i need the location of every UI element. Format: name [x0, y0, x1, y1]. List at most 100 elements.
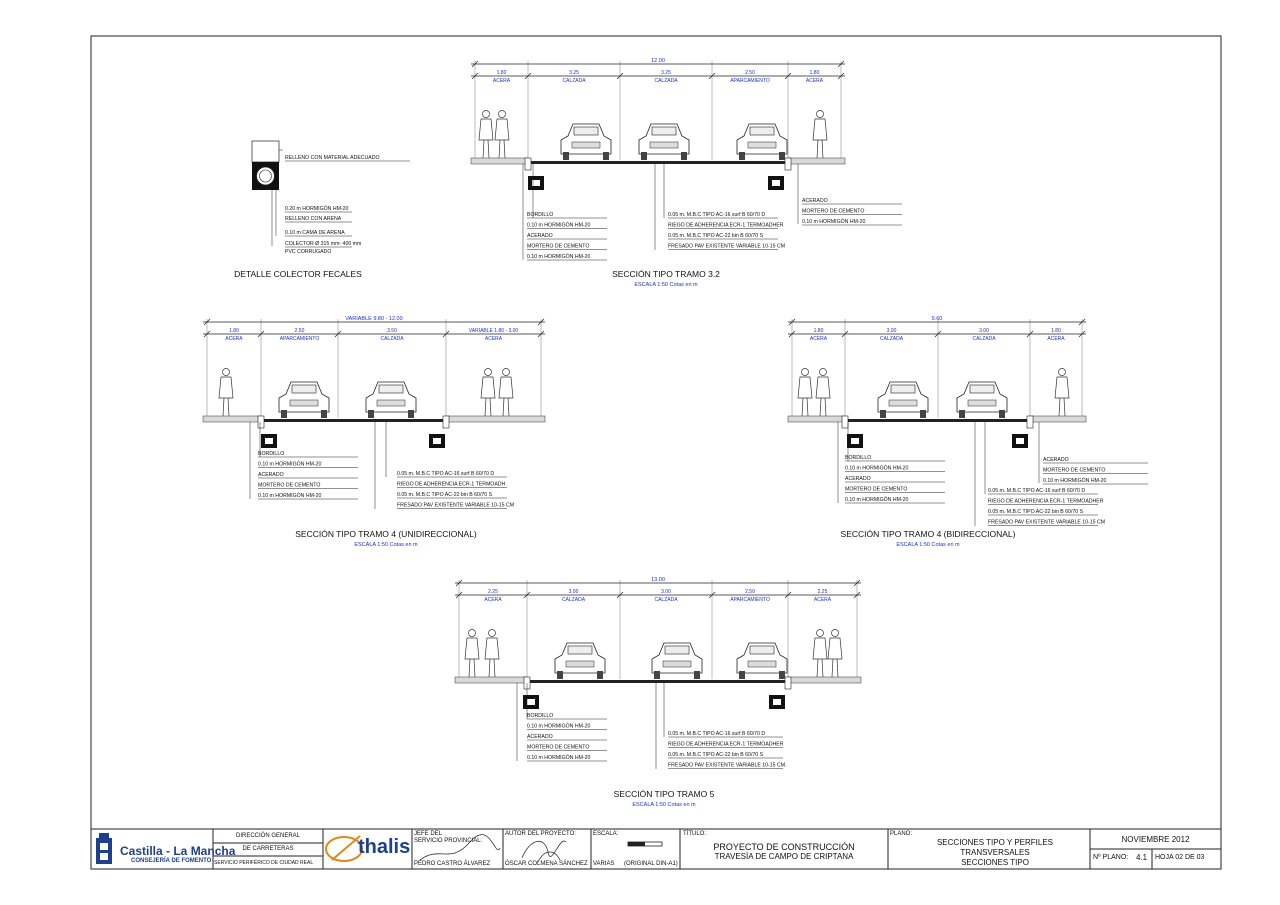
label-center-3: FRESADO PAV EXISTENTE VARIABLE 10-15 CM: [988, 520, 1105, 526]
dim-tick: [537, 318, 545, 326]
label-center-1: RIEGO DE ADHERENCIA ECR-1 TERMOADHER: [668, 223, 784, 229]
car-wheel: [408, 410, 414, 418]
dim-tick: [455, 579, 463, 587]
car-icon: [365, 381, 417, 418]
car-wheel: [779, 152, 785, 160]
label-left-1: 0.10 m HORMIGÓN HM-20: [845, 465, 909, 472]
plano-line-1: SECCIONES TIPO Y PERFILES: [936, 838, 1054, 847]
pedestrian-head: [222, 368, 230, 376]
car-windshield: [749, 645, 775, 655]
dim-tick: [1078, 330, 1086, 338]
part-name-label: CALZADA: [880, 336, 904, 342]
car-grille: [376, 399, 406, 407]
part-width-label: 3.00: [569, 589, 579, 595]
car-icon: [736, 642, 788, 679]
detail-label-2: RELLENO CON ARENA: [285, 216, 342, 222]
pedestrian-leg: [487, 139, 490, 159]
car-icon: [651, 642, 703, 679]
label-right-1: MORTERO DE CEMENTO: [1043, 468, 1105, 474]
part-width-label: 2.50: [295, 328, 305, 334]
dim-total-label: 12.00: [651, 58, 665, 64]
pedestrian-leg: [473, 658, 476, 678]
pedestrian-icon: [480, 368, 496, 417]
pedestrian-leg: [222, 397, 225, 417]
part-width-label: 1.80: [1051, 328, 1061, 334]
car-grille: [289, 399, 319, 407]
collector-pipe-icon: [772, 180, 780, 186]
label-left-0: BORDILLO: [527, 713, 553, 719]
label-left-1: 0.10 m HORMIGÓN HM-20: [258, 461, 322, 468]
autor-label: AUTOR DEL PROYECTO:: [505, 831, 576, 837]
car-windshield: [890, 384, 916, 394]
car-wheel: [694, 671, 700, 679]
car-wheel: [368, 410, 374, 418]
car-icon: [877, 381, 929, 418]
pedestrian-body: [815, 376, 831, 399]
car-wheel: [641, 152, 647, 160]
car-wheel: [959, 410, 965, 418]
car-wheel: [654, 671, 660, 679]
car-wheel: [563, 152, 569, 160]
label-right-0: ACERADO: [802, 198, 828, 204]
plano-number: 4.1: [1136, 853, 1148, 862]
dim-total-label: 9.60: [932, 316, 943, 322]
part-width-label: 1.80: [497, 70, 507, 76]
label-center-0: 0.05 m. M.B.C TIPO AC-16 surf B 60/70 D: [668, 731, 765, 737]
pedestrian-leg: [498, 139, 501, 159]
part-name-label: CALZADA: [972, 336, 996, 342]
pedestrian-leg: [507, 397, 510, 417]
detail-pipe-inner-icon: [259, 169, 272, 183]
part-width-label: 3.00: [887, 328, 897, 334]
car-icon: [554, 642, 606, 679]
date: NOVIEMBRE 2012: [1121, 835, 1190, 844]
detail-pipe-icon: [256, 166, 275, 186]
plano-number-label: Nº PLANO:: [1093, 854, 1129, 861]
pedestrian-icon: [1054, 368, 1070, 417]
pedestrian-head: [498, 110, 506, 118]
hoja: HOJA 02 DE 03: [1155, 854, 1205, 861]
pedestrian-leg: [484, 397, 487, 417]
pedestrian-leg: [468, 658, 471, 678]
pedestrian-head: [484, 368, 492, 376]
car-wheel: [681, 152, 687, 160]
car-wheel: [920, 410, 926, 418]
dim-tick: [853, 579, 861, 587]
label-center-1: RIEGO DE ADHERENCIA ECR-1 TERMOADH: [397, 482, 506, 488]
collector-pipe-icon: [851, 438, 859, 444]
car-windshield: [651, 126, 677, 136]
dim-tick: [841, 330, 849, 338]
scale-bar-icon: [627, 841, 663, 847]
plano-label: PLANO:: [890, 831, 913, 837]
section-title: SECCIÓN TIPO TRAMO 5: [614, 789, 715, 799]
clm-logo-sub: CONSEJERÍA DE FOMENTO: [131, 858, 212, 864]
thalis-logo-icon: [325, 835, 363, 862]
part-width-label: 2.25: [488, 589, 498, 595]
pedestrian-head: [816, 629, 824, 637]
car-grille: [649, 141, 679, 149]
collector-pipe-icon: [532, 180, 540, 186]
pedestrian-leg: [1063, 397, 1066, 417]
dim-tick: [471, 60, 479, 68]
titulo-line-2: TRAVESÍA DE CAMPO DE CRIPTANA: [714, 852, 854, 861]
road-pavement: [261, 419, 446, 422]
part-name-label: CALZADA: [380, 336, 404, 342]
escala-note: (ORIGINAL DIN-A1): [624, 861, 678, 867]
label-center-0: 0.05 m. M.B.C TIPO AC-16 surf B 60/70 D: [397, 471, 494, 477]
part-name-label: APARCAMIENTO: [730, 597, 770, 603]
part-width-label: 3.25: [661, 70, 671, 76]
sidewalk-right: [787, 157, 846, 165]
detail-title: DETALLE COLECTOR FECALES: [234, 269, 362, 279]
collector-pipe-icon: [773, 699, 781, 705]
car-windshield: [573, 126, 599, 136]
pedestrian-leg: [801, 397, 804, 417]
detail-fill-layer: [251, 140, 280, 163]
plano-line-2: TRANSVERSALES: [960, 848, 1030, 857]
curb-left: [257, 415, 265, 429]
pedestrian-leg: [806, 397, 809, 417]
section-title: SECCIÓN TIPO TRAMO 4 (BIDIRECCIONAL): [841, 529, 1016, 539]
label-left-4: 0.10 m HORMIGÓN HM-20: [527, 754, 591, 761]
car-icon: [956, 381, 1008, 418]
part-name-label: CALZADA: [654, 78, 678, 84]
car-grille: [747, 141, 777, 149]
dim-tick: [853, 591, 861, 599]
